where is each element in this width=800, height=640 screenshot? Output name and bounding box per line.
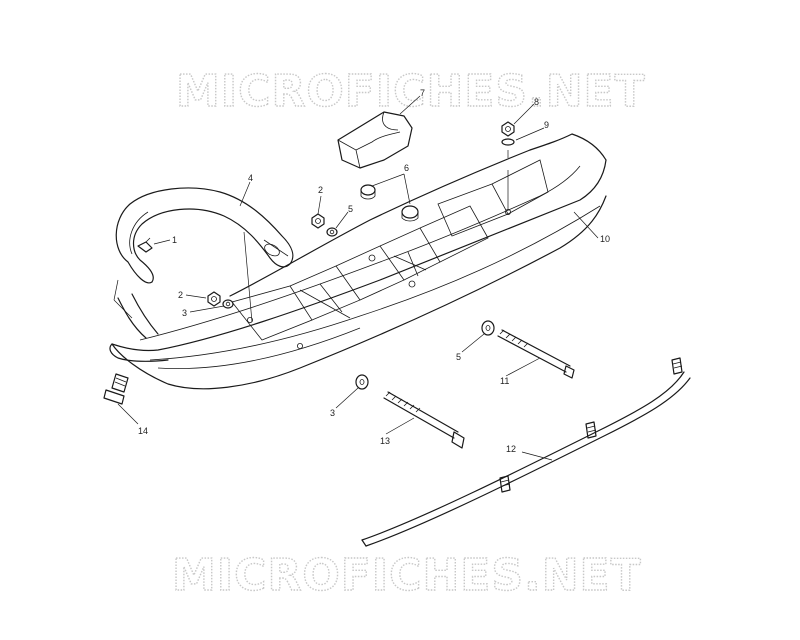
wear-bar [361,357,691,547]
watermark-top: MICROFICHES.NET [176,66,646,117]
callout-11: 11 [500,376,509,386]
callout-9: 9 [544,120,549,130]
ski-body [109,133,607,390]
callout-labels: 1 2 2 3 3 4 5 5 5 6 7 8 9 10 11 12 13 14 [138,88,610,454]
callout-13: 13 [380,436,390,446]
fasteners-small [137,121,515,309]
callout-12: 12 [506,444,516,454]
watermark-bottom: MICROFICHES.NET [172,550,642,601]
callout-4: 4 [248,173,253,183]
callout-3-a: 3 [182,308,187,318]
washers [355,320,495,390]
bolt-13 [383,391,465,449]
ski-ribs [231,159,549,349]
leader-lines [113,95,599,461]
callout-5-b: 5 [456,352,461,362]
callout-8: 8 [534,97,539,107]
callout-7: 7 [420,88,425,98]
ski-handle [115,187,294,284]
callout-2-b: 2 [178,290,183,300]
saddle-bumper [337,111,413,169]
callout-10: 10 [600,234,610,244]
callout-14: 14 [138,426,148,436]
callout-5-a: 5 [348,204,353,214]
bolt-11 [497,329,575,379]
callout-3-b: 3 [330,408,335,418]
bushings [360,184,419,222]
bolt-14 [103,373,129,405]
callout-6: 6 [404,163,409,173]
callout-1: 1 [172,235,177,245]
callout-2-a: 2 [318,185,323,195]
